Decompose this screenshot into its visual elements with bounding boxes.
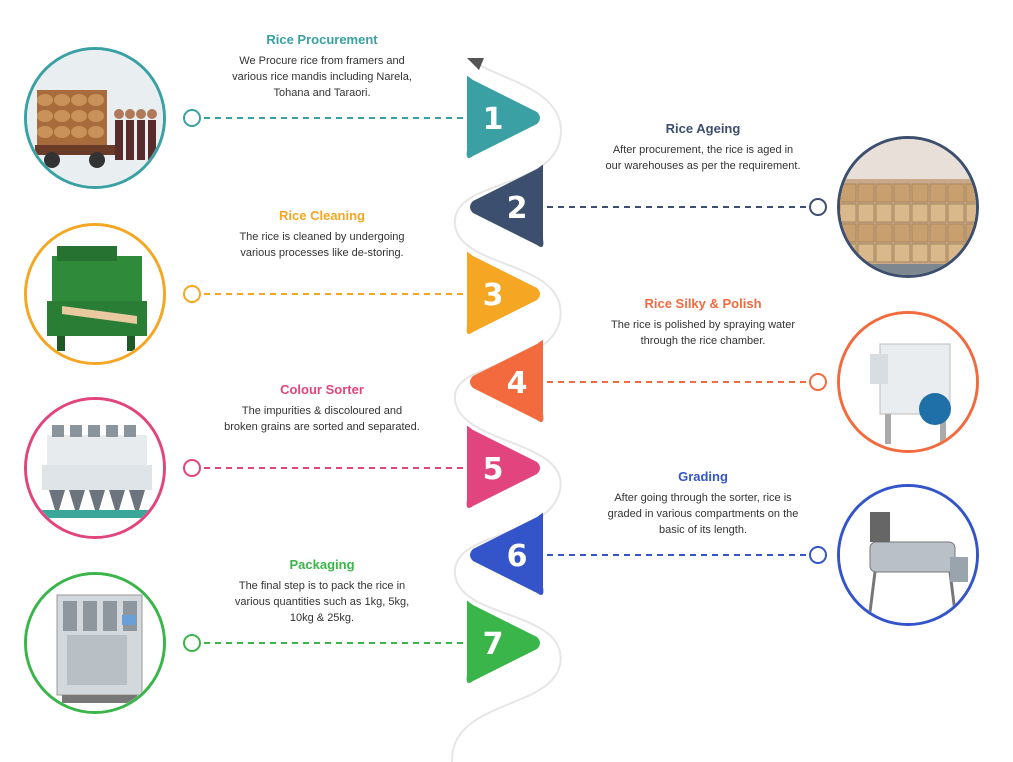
step-description-line: basic of its length. — [658, 524, 748, 536]
step-description-line: our warehouses as per the requirement. — [605, 160, 801, 172]
colour-sorter-photo — [24, 397, 166, 539]
step-description-line: After procurement, the rice is aged in — [612, 144, 794, 156]
step-description-line: The rice is polished by spraying water — [610, 319, 796, 331]
step-description-line: through the rice chamber. — [640, 335, 766, 347]
step-description: After going through the sorter, rice is g… — [573, 490, 833, 538]
step-description-line: After going through the sorter, rice is — [614, 492, 792, 504]
grading-machine-icon — [840, 487, 976, 623]
step-title: Colour Sorter — [280, 382, 364, 397]
grading-machine-photo — [837, 484, 979, 626]
step-description-line: various processes like de-storing. — [240, 247, 404, 259]
step-description: After procurement, the rice is aged in ou… — [573, 142, 833, 174]
step-number: 6 — [507, 539, 528, 574]
step-description-line: The impurities & discoloured and — [241, 405, 403, 417]
connector-node — [183, 285, 201, 303]
step-marker — [470, 512, 544, 595]
step-description-line: various quantities such as 1kg, 5kg, — [234, 596, 410, 608]
step-title: Rice Silky & Polish — [644, 296, 762, 311]
step-marker — [466, 251, 540, 334]
step-description: The final step is to pack the rice in var… — [192, 578, 452, 626]
cleaning-machine-icon — [27, 226, 163, 362]
step-description-line: graded in various compartments on the — [607, 508, 799, 520]
step-number: 2 — [507, 191, 528, 226]
polishing-machine-icon — [840, 314, 976, 450]
step-description-line: various rice mandis including Narela, — [232, 71, 412, 83]
polishing-machine-photo — [837, 311, 979, 453]
wave-connector — [450, 61, 562, 762]
truck-loading-icon — [27, 50, 163, 186]
step-marker — [466, 425, 540, 508]
step-title: Packaging — [289, 557, 355, 572]
step-description: The rice is cleaned by undergoing various… — [192, 229, 452, 261]
step-title: Rice Ageing — [665, 121, 741, 136]
step-description: We Procure rice from framers and various … — [192, 53, 452, 101]
step-marker — [470, 339, 544, 422]
step-description-line: 10kg & 25kg. — [289, 612, 355, 624]
warehouse-photo — [837, 136, 979, 278]
step-description: The rice is polished by spraying water th… — [573, 317, 833, 349]
step-description-line: broken grains are sorted and separated. — [224, 421, 420, 433]
step-number: 4 — [507, 366, 528, 401]
step-description: The impurities & discoloured and broken g… — [192, 403, 452, 435]
arrow-top-icon — [467, 58, 484, 70]
step-description-line: We Procure rice from framers and — [239, 55, 405, 67]
step-description-line: The final step is to pack the rice in — [238, 580, 406, 592]
packaging-machine-photo — [24, 572, 166, 714]
connector-node — [809, 546, 827, 564]
step-number: 5 — [483, 452, 504, 487]
step-title: Rice Cleaning — [279, 208, 365, 223]
step-description-line: Tohana and Taraori. — [273, 87, 371, 99]
packaging-machine-icon — [27, 575, 163, 711]
connector-node — [809, 198, 827, 216]
warehouse-icon — [840, 139, 976, 275]
step-number: 3 — [483, 278, 504, 313]
cleaning-machine-photo — [24, 223, 166, 365]
connector-node — [183, 634, 201, 652]
step-marker — [466, 600, 540, 683]
connector-node — [183, 109, 201, 127]
step-description-line: The rice is cleaned by undergoing — [239, 231, 405, 243]
step-number: 1 — [483, 102, 504, 137]
connector-node — [183, 459, 201, 477]
truck-loading-photo — [24, 47, 166, 189]
step-number: 7 — [483, 627, 504, 662]
step-title: Grading — [678, 469, 728, 484]
step-marker — [470, 164, 544, 247]
colour-sorter-icon — [27, 400, 163, 536]
step-title: Rice Procurement — [266, 32, 378, 47]
step-marker — [466, 75, 540, 158]
connector-node — [809, 373, 827, 391]
